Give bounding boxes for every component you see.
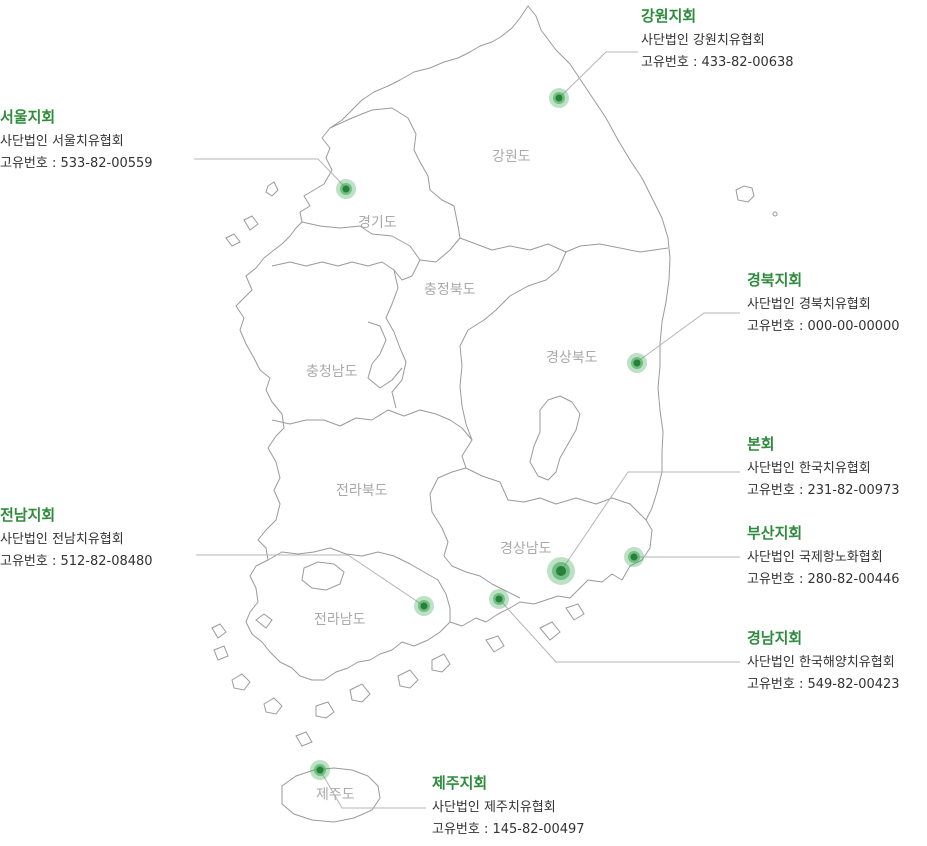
leader-gangwon [558,51,638,99]
branch-reg-number: 고유번호 : 231-82-00973 [747,483,900,498]
branch-reg-number: 고유번호 : 000-00-00000 [747,319,900,334]
region-label-jeonbuk: 전라북도 [336,483,388,499]
region-label-gyeongnam: 경상남도 [500,541,552,557]
branch-name: 강원지회 [641,7,697,25]
leader-bonhoe [560,471,740,572]
marker-jeju [310,760,330,780]
branch-seoul: 서울지회 사단법인 서울치유협회 고유번호 : 533-82-00559 [0,110,153,179]
leader-gyeongnam [498,598,740,663]
marker-seoul [336,179,356,199]
marker-gyeongnam [489,589,509,609]
leader-jeonnam [196,554,425,607]
branch-name: 본회 [747,435,775,453]
branch-name: 경남지회 [747,629,803,647]
region-label-gyeonggi: 경기도 [358,215,397,231]
branch-gyeongnam: 경남지회 사단법인 한국해양치유협회 고유번호 : 549-82-00423 [747,631,900,700]
branch-reg-number: 고유번호 : 549-82-00423 [747,677,900,692]
branch-reg-number: 고유번호 : 433-82-00638 [641,55,794,70]
branch-busan: 부산지회 사단법인 국제항노화협회 고유번호 : 280-82-00446 [747,526,900,595]
branch-reg-number: 고유번호 : 512-82-08480 [0,554,153,569]
marker-gyeongbuk [627,353,647,373]
marker-bonhoe [547,557,575,585]
branch-reg-number: 고유번호 : 280-82-00446 [747,572,900,587]
region-label-jeju: 제주도 [316,787,355,803]
branch-org: 사단법인 전남치유협회 [0,532,124,547]
branch-org: 사단법인 서울치유협회 [0,134,124,149]
branch-gangwon: 강원지회 사단법인 강원치유협회 고유번호 : 433-82-00638 [641,9,794,78]
branch-jeju: 제주지회 사단법인 제주치유협회 고유번호 : 145-82-00497 [432,776,585,845]
branch-name: 서울지회 [0,108,56,126]
branch-reg-number: 고유번호 : 533-82-00559 [0,156,153,171]
branch-org: 사단법인 국제항노화협회 [747,550,883,565]
branch-name: 경북지회 [747,271,803,289]
branch-name: 제주지회 [432,774,488,792]
branch-reg-number: 고유번호 : 145-82-00497 [432,822,585,837]
leader-jeju [319,769,426,809]
ulleungdo-outline [735,185,755,203]
region-label-chungnam: 충청남도 [306,364,358,380]
branch-org: 사단법인 강원치유협회 [641,33,765,48]
region-label-chungbuk: 충정북도 [424,282,476,298]
branch-org: 사단법인 한국치유협회 [747,461,871,476]
branch-name: 부산지회 [747,524,803,542]
branch-org: 사단법인 경북치유협회 [747,297,871,312]
branch-jeonnam: 전남지회 사단법인 전남치유협회 고유번호 : 512-82-08480 [0,508,153,577]
region-label-gyeongbuk: 경상북도 [546,350,598,366]
branch-bonhoe: 본회 사단법인 한국치유협회 고유번호 : 231-82-00973 [747,437,900,506]
leader-gyeongbuk [636,312,740,363]
region-label-gangwon: 강원도 [492,149,531,165]
leader-seoul [194,158,347,189]
branch-name: 전남지회 [0,506,56,524]
marker-gangwon [549,88,569,108]
branch-org: 사단법인 제주치유협회 [432,800,556,815]
mainland-outline [235,5,671,681]
marker-jeonnam [414,596,434,616]
region-label-jeonnam: 전라남도 [314,612,366,628]
marker-busan [624,547,644,567]
branch-org: 사단법인 한국해양치유협회 [747,655,895,670]
branch-gyeongbuk: 경북지회 사단법인 경북치유협회 고유번호 : 000-00-00000 [747,273,900,342]
